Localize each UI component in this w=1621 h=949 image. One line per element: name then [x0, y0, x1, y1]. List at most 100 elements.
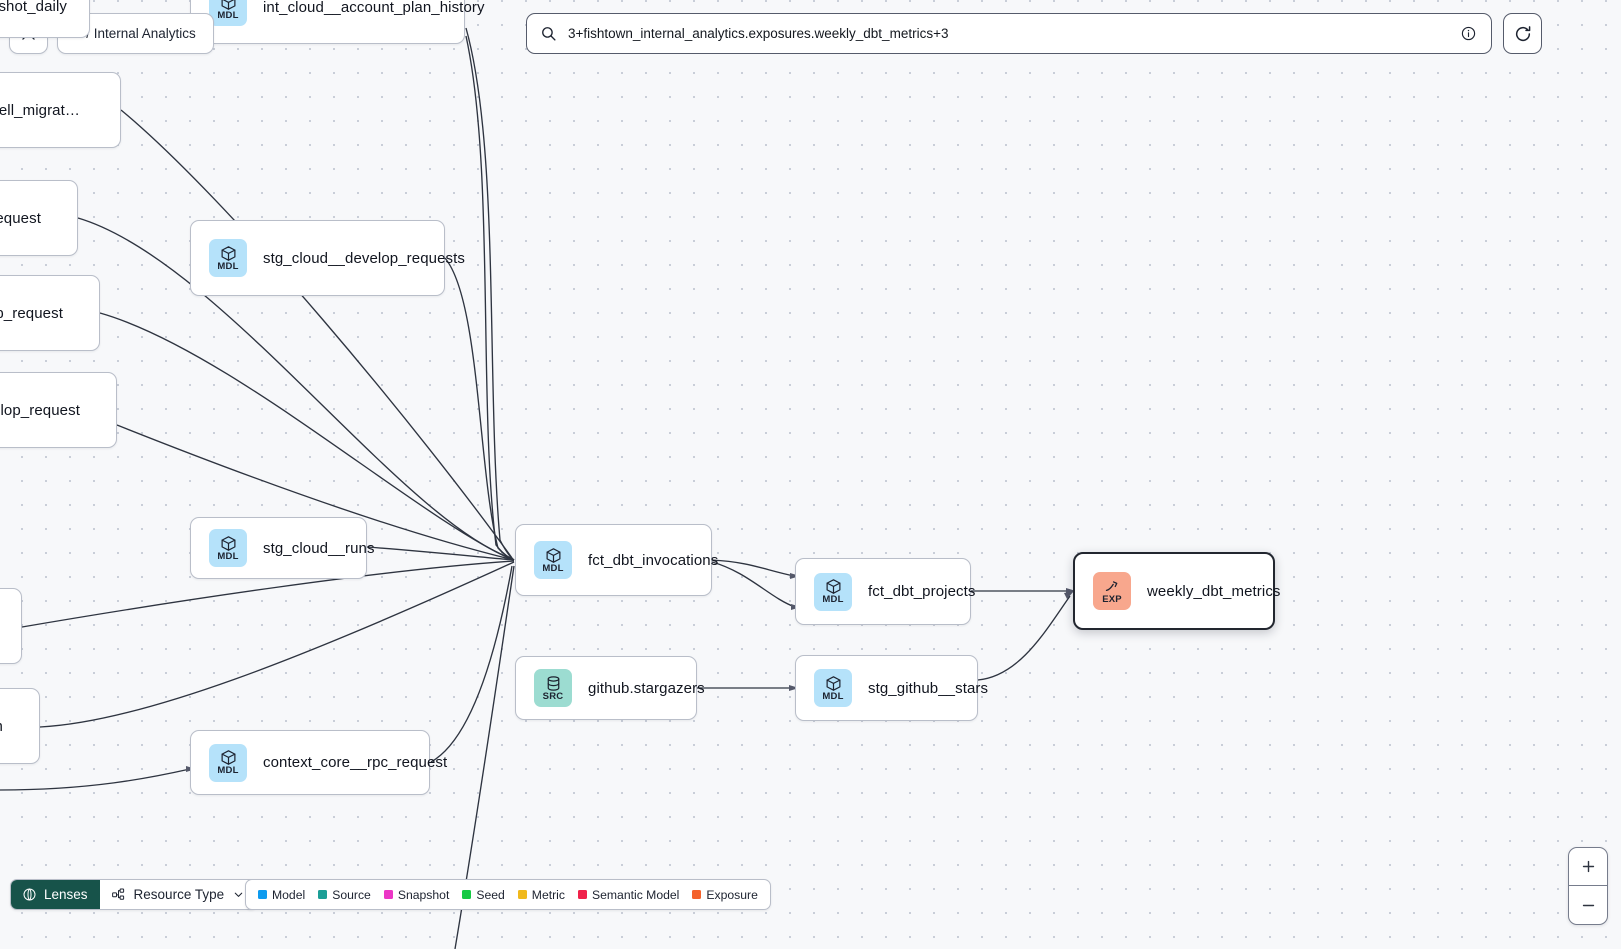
legend-label: Semantic Model: [591, 887, 680, 902]
graph-node-label: stg_cloud__runs: [263, 539, 375, 557]
graph-node-label: int_cloud__account_plan_history: [263, 0, 485, 16]
cube-icon: [826, 579, 840, 594]
search-input[interactable]: 3+fishtown_internal_analytics.exposures.…: [568, 26, 949, 41]
node-type-badge-src: SRC: [534, 669, 572, 707]
search-icon: [542, 27, 556, 41]
graph-node-github-stargazers[interactable]: SRC github.stargazers: [515, 656, 705, 720]
graph-node-label: p_request: [0, 209, 41, 227]
node-type-badge-mdl: MDL: [209, 0, 247, 26]
node-type-tag: MDL: [217, 550, 239, 562]
lens-icon: [23, 888, 36, 901]
resource-type-dropdown[interactable]: Resource Type: [99, 880, 257, 909]
legend-item-exposure: Exposure: [692, 888, 758, 902]
graph-node-fct-dbt-invocations[interactable]: MDL fct_dbt_invocations: [515, 524, 718, 596]
plus-icon: [1582, 860, 1594, 873]
refresh-button[interactable]: [1503, 13, 1542, 54]
legend-swatch: [383, 890, 393, 899]
legend-item-metric: Metric: [517, 887, 565, 902]
legend-swatch: [692, 890, 702, 899]
graph-node-label: fct_dbt_projects: [868, 583, 976, 600]
legend-label: Seed: [476, 887, 505, 902]
graph-node-weekly-dbt-metrics[interactable]: EXP weekly_dbt_metrics: [1073, 552, 1280, 630]
lenses-button[interactable]: Lenses: [11, 880, 100, 909]
cube-icon: [221, 0, 235, 10]
legend-label: Snapshot: [397, 887, 450, 902]
info-icon[interactable]: [1460, 25, 1477, 42]
lenses-label: Lenses: [44, 887, 88, 902]
graph-node-label: weekly_dbt_metrics: [1147, 582, 1281, 600]
graph-node-stg-github-stars[interactable]: MDL stg_github__stars: [795, 655, 988, 721]
legend-swatch: [318, 890, 328, 899]
legend-label: Model: [272, 887, 306, 902]
graph-node-fct-dbt-projects[interactable]: MDL fct_dbt_projects: [795, 558, 975, 625]
legend-swatch: [577, 890, 587, 899]
graph-node-multicell-migration[interactable]: multicell_migrat…: [0, 72, 121, 148]
node-type-badge-mdl: MDL: [209, 529, 247, 567]
node-type-tag: MDL: [217, 260, 239, 272]
graph-node-label: stg_github__stars: [868, 679, 989, 697]
node-type-tag: SRC: [542, 690, 564, 702]
legend-item-source: Source: [318, 888, 371, 902]
zoom-controls: [1568, 847, 1608, 925]
minus-icon: [1582, 904, 1594, 906]
graph-node-partial-run[interactable]: _run: [0, 688, 40, 764]
chart-line-icon: [1105, 580, 1117, 591]
graph-node-stg-cloud-develop-requests[interactable]: MDL stg_cloud__develop_requests: [190, 220, 465, 296]
node-type-tag: MDL: [822, 690, 844, 702]
graph-node-label: github.stargazers: [588, 679, 705, 697]
legend-item-snapshot: Snapshot: [383, 887, 450, 902]
graph-node-develop-request-c[interactable]: _develop_request: [0, 372, 117, 448]
legend-item-semantic-model: Semantic Model: [577, 887, 680, 902]
node-type-tag: MDL: [217, 9, 239, 21]
resource-type-label: Resource Type: [133, 887, 225, 902]
graph-node-label: stg_cloud__develop_requests: [263, 249, 466, 267]
graph-node-context-core-rpc-request[interactable]: MDL context_core__rpc_request: [190, 730, 447, 795]
node-type-tag: MDL: [217, 765, 239, 776]
legend-item-model: Model: [258, 888, 305, 902]
node-type-tag: MDL: [542, 562, 564, 574]
database-icon: [547, 675, 559, 691]
node-type-badge-mdl: MDL: [209, 239, 247, 277]
node-type-badge-exp: EXP: [1093, 572, 1131, 610]
legend-item-seed: Seed: [462, 887, 505, 902]
resource-type-icon: [111, 888, 124, 900]
graph-node-label: _run: [0, 718, 17, 735]
graph-node-stg-cloud-runs[interactable]: MDL stg_cloud__runs: [190, 517, 374, 579]
node-type-tag: EXP: [1102, 593, 1122, 605]
legend-swatch: [517, 890, 527, 899]
legend-label: Source: [332, 887, 371, 902]
zoom-in-button[interactable]: [1569, 848, 1607, 886]
legend-swatch: [462, 890, 472, 899]
lineage-search-bar[interactable]: 3+fishtown_internal_analytics.exposures.…: [526, 13, 1492, 54]
legend-label: Metric: [531, 887, 565, 902]
legend-swatch: [258, 890, 267, 899]
graph-node-label: snapshot_daily: [0, 0, 67, 15]
graph-node-label: multicell_migrat…: [0, 101, 80, 119]
graph-node-label: velop_request: [0, 304, 63, 322]
node-type-badge-mdl: MDL: [814, 572, 852, 611]
graph-node-label: context_core__rpc_request: [263, 754, 448, 771]
cube-icon: [221, 535, 235, 551]
cube-icon: [221, 750, 235, 765]
cube-icon: [826, 675, 840, 691]
lenses-toolbar: Lenses Resource Type: [10, 879, 258, 910]
graph-node-int-cloud-account-plan-history[interactable]: MDL int_cloud__account_plan_history: [190, 0, 484, 44]
zoom-out-button[interactable]: [1569, 886, 1607, 924]
node-type-badge-mdl: MDL: [534, 541, 572, 579]
graph-node-label: fct_dbt_invocations: [588, 551, 719, 569]
node-type-badge-mdl: MDL: [814, 669, 852, 707]
node-type-tag: MDL: [822, 594, 844, 605]
graph-node-develop-request-a[interactable]: p_request: [0, 180, 78, 256]
graph-node-partial-n[interactable]: n: [0, 588, 22, 664]
graph-node-snapshot-daily[interactable]: snapshot_daily: [0, 0, 90, 38]
graph-node-develop-request-b[interactable]: velop_request: [0, 275, 100, 351]
resource-type-legend: Model Source Snapshot Seed Metric Semant…: [245, 879, 771, 910]
chevron-down-icon: [234, 892, 243, 897]
breadcrumb-text: .. / Internal Analytics: [75, 26, 196, 41]
cube-icon: [221, 245, 235, 261]
refresh-icon: [1515, 25, 1530, 41]
graph-node-label: _develop_request: [0, 401, 80, 419]
cube-icon: [546, 547, 560, 563]
